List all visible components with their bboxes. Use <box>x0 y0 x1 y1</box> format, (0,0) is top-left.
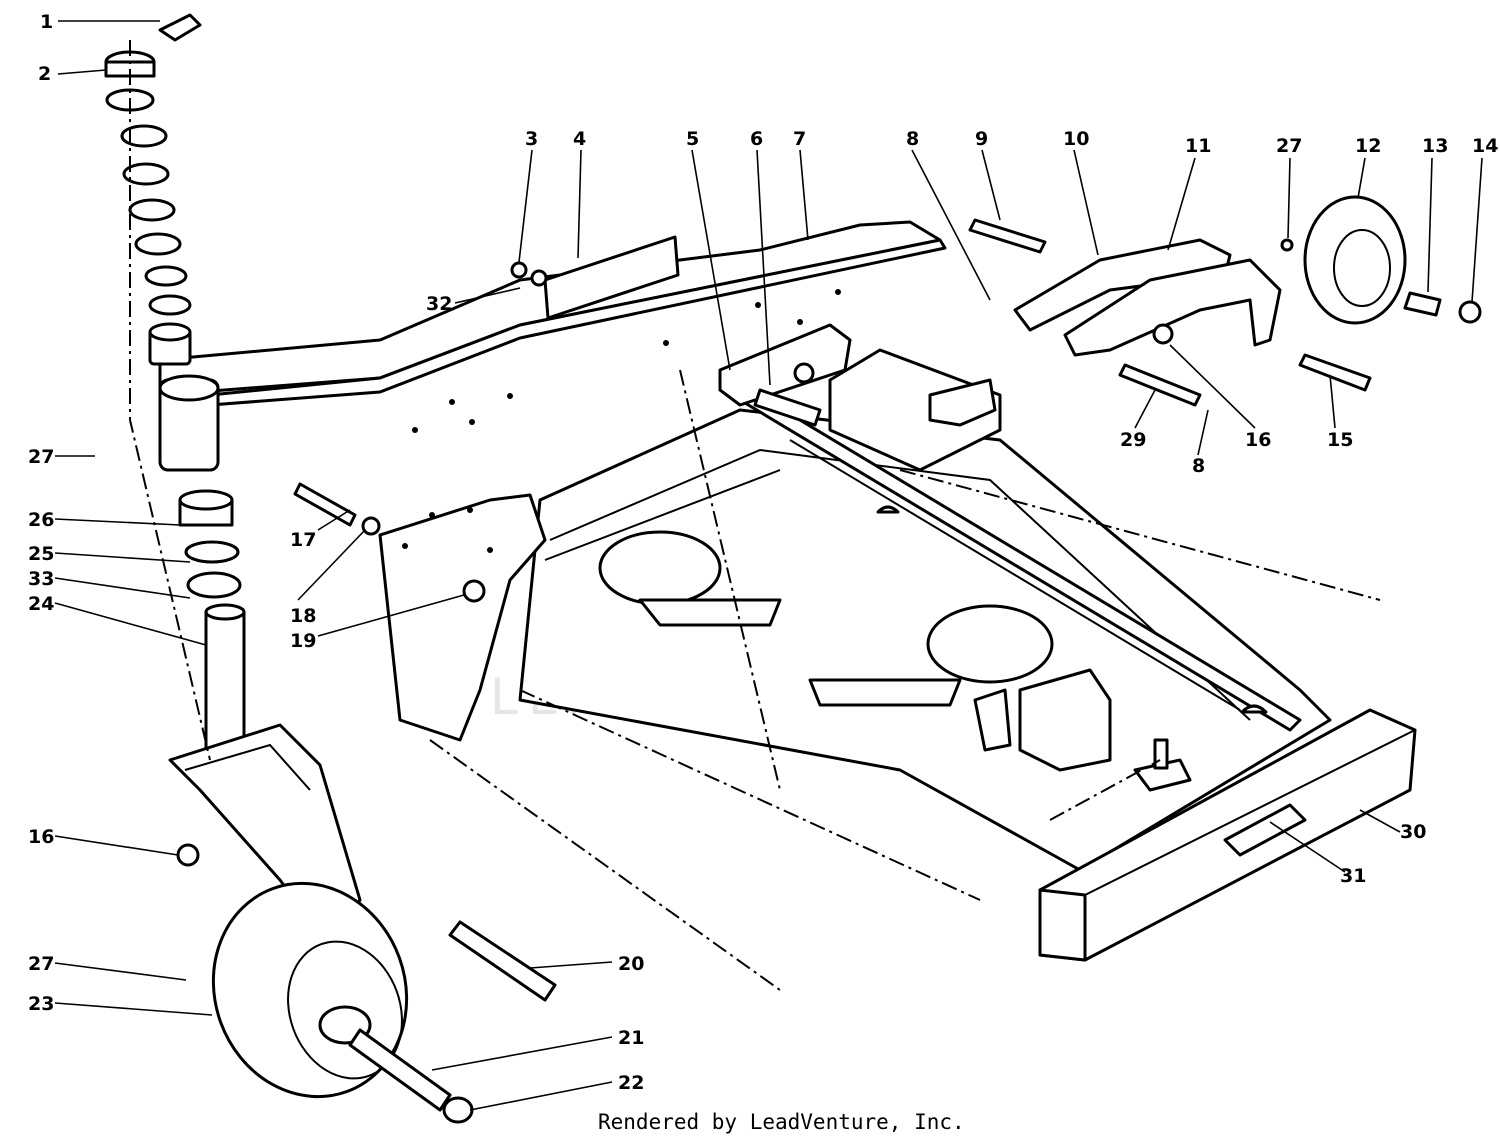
callout-6: 6 <box>750 128 763 150</box>
footer-credit: Rendered by LeadVenture, Inc. <box>598 1110 965 1134</box>
callout-31: 31 <box>1340 865 1366 887</box>
guide-lines <box>129 40 1381 991</box>
callout-17: 17 <box>290 529 316 551</box>
callout-11: 11 <box>1185 135 1211 157</box>
callout-3: 3 <box>525 128 538 150</box>
callout-27-bottom: 27 <box>28 953 54 975</box>
callout-8-top: 8 <box>906 128 919 150</box>
callout-4: 4 <box>573 128 586 150</box>
callout-33: 33 <box>28 568 54 590</box>
roller-arm-assembly <box>968 195 1482 407</box>
callout-10: 10 <box>1063 128 1089 150</box>
callout-labels: 1 2 3 4 5 6 7 8 9 10 11 27 12 13 14 32 1… <box>28 11 1498 1094</box>
callout-8-bottom: 8 <box>1192 455 1205 477</box>
callout-7: 7 <box>793 128 806 150</box>
callout-21: 21 <box>618 1027 644 1049</box>
callout-19: 19 <box>290 630 316 652</box>
mower-deck <box>518 348 1332 872</box>
callout-15: 15 <box>1327 429 1353 451</box>
callout-23: 23 <box>28 993 54 1015</box>
callout-30: 30 <box>1400 821 1426 843</box>
side-bracket <box>293 482 547 742</box>
bearing-stack <box>104 13 202 366</box>
callout-2: 2 <box>38 63 51 85</box>
callout-13: 13 <box>1422 135 1448 157</box>
callout-16-left: 16 <box>28 826 54 848</box>
callout-12: 12 <box>1355 135 1381 157</box>
callout-5: 5 <box>686 128 699 150</box>
callout-16-right: 16 <box>1245 429 1271 451</box>
callout-24: 24 <box>28 593 54 615</box>
callout-14: 14 <box>1472 135 1498 157</box>
callout-20: 20 <box>618 953 644 975</box>
leader-lines <box>54 20 1483 1111</box>
bumper-tube <box>1038 708 1417 962</box>
callout-26: 26 <box>28 509 54 531</box>
callout-18: 18 <box>290 605 316 627</box>
callout-22: 22 <box>618 1072 644 1094</box>
callout-32: 32 <box>426 293 452 315</box>
callout-9: 9 <box>975 128 988 150</box>
callout-1: 1 <box>40 11 53 33</box>
top-link-parts <box>510 235 852 427</box>
caster-assembly <box>168 489 557 1124</box>
callout-29: 29 <box>1120 429 1146 451</box>
callout-27-left: 27 <box>28 446 54 468</box>
callout-25: 25 <box>28 543 54 565</box>
callout-27-top: 27 <box>1276 135 1302 157</box>
